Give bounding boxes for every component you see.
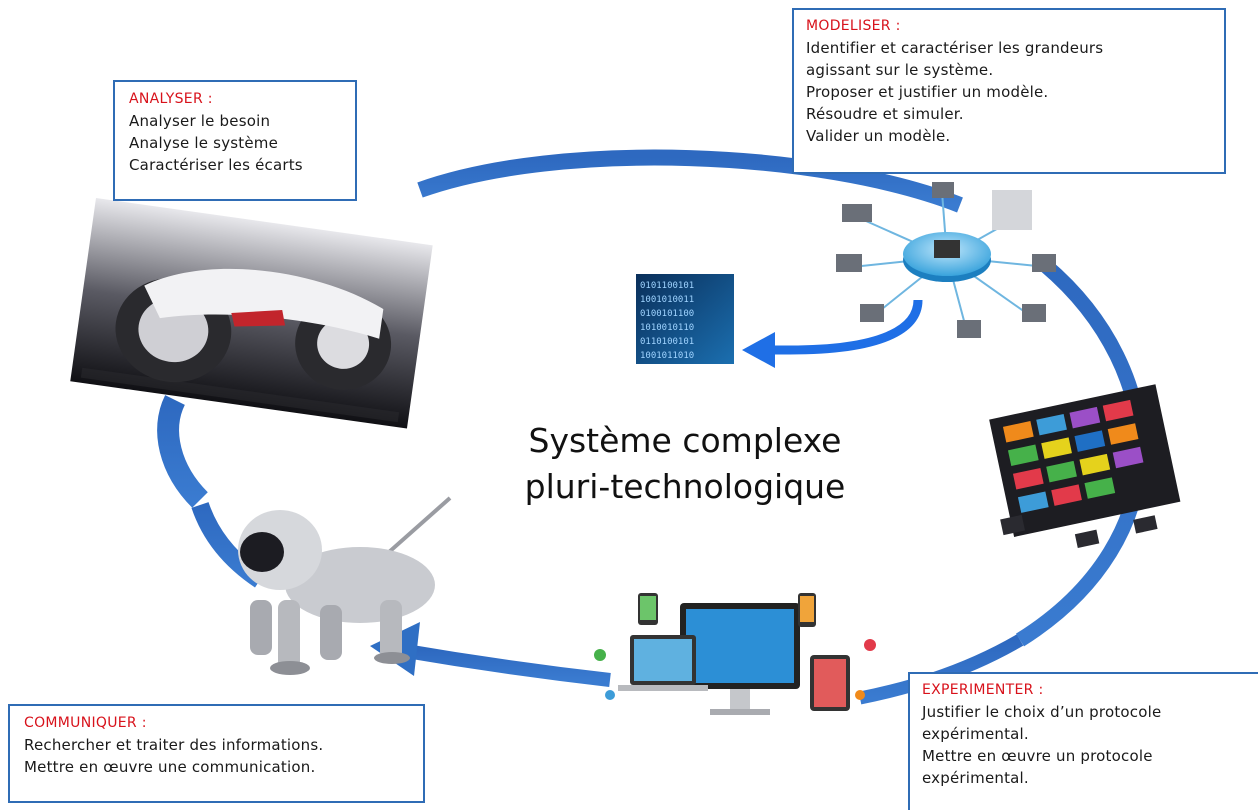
model-to-binary-arrow xyxy=(742,299,923,368)
modeliser-line: Identifier et caractériser les grandeurs xyxy=(806,39,1104,57)
svg-text:0110100101: 0110100101 xyxy=(640,337,694,347)
motorcycle-image xyxy=(70,197,433,429)
experimenter-title: EXPERIMENTER : xyxy=(922,682,1044,698)
analyser-line: Caractériser les écarts xyxy=(129,156,303,174)
analyser-line: Analyser le besoin xyxy=(129,112,271,130)
experimenter-line: Mettre en œuvre un protocole xyxy=(922,747,1153,765)
experimenter-box: EXPERIMENTER : Justifier le choix d’un p… xyxy=(908,672,1258,810)
binary-code-image: 0101100101 1001010011 0100101100 1010010… xyxy=(636,274,734,364)
svg-text:1001010011: 1001010011 xyxy=(640,295,694,305)
central-title-line2: pluri-technologique xyxy=(524,467,846,506)
modeliser-line: Résoudre et simuler. xyxy=(806,105,964,123)
modeliser-box: MODELISER : Identifier et caractériser l… xyxy=(792,8,1226,174)
microcontroller-chip-image xyxy=(989,384,1181,548)
experimenter-line: expérimental. xyxy=(922,725,1029,743)
central-title: Système complexe pluri-technologique xyxy=(470,418,900,510)
analyser-box: ANALYSER : Analyser le besoin Analyse le… xyxy=(113,80,357,201)
svg-text:1010010110: 1010010110 xyxy=(640,323,694,333)
svg-text:0100101100: 0100101100 xyxy=(640,309,694,319)
experimenter-line: expérimental. xyxy=(922,769,1029,787)
svg-text:1001011010: 1001011010 xyxy=(640,351,694,361)
experimenter-line: Justifier le choix d’un protocole xyxy=(922,703,1162,721)
communiquer-line: Mettre en œuvre une communication. xyxy=(24,758,316,776)
modeliser-line: agissant sur le système. xyxy=(806,61,994,79)
analyser-line: Analyse le système xyxy=(129,134,279,152)
communiquer-line: Rechercher et traiter des informations. xyxy=(24,736,324,754)
multi-device-image xyxy=(594,593,876,715)
communiquer-title: COMMUNIQUER : xyxy=(24,715,147,731)
modeliser-line: Valider un modèle. xyxy=(806,127,951,145)
analyser-title: ANALYSER : xyxy=(129,91,213,107)
modeliser-title: MODELISER : xyxy=(806,18,901,34)
modeliser-line: Proposer et justifier un modèle. xyxy=(806,83,1049,101)
central-title-line1: Système complexe xyxy=(528,421,842,460)
cycle-ring xyxy=(157,149,1148,705)
communiquer-box: COMMUNIQUER : Rechercher et traiter des … xyxy=(8,704,425,803)
robot-dog-image xyxy=(238,496,452,675)
svg-text:0101100101: 0101100101 xyxy=(640,281,694,291)
computer-network-image xyxy=(836,182,1056,338)
